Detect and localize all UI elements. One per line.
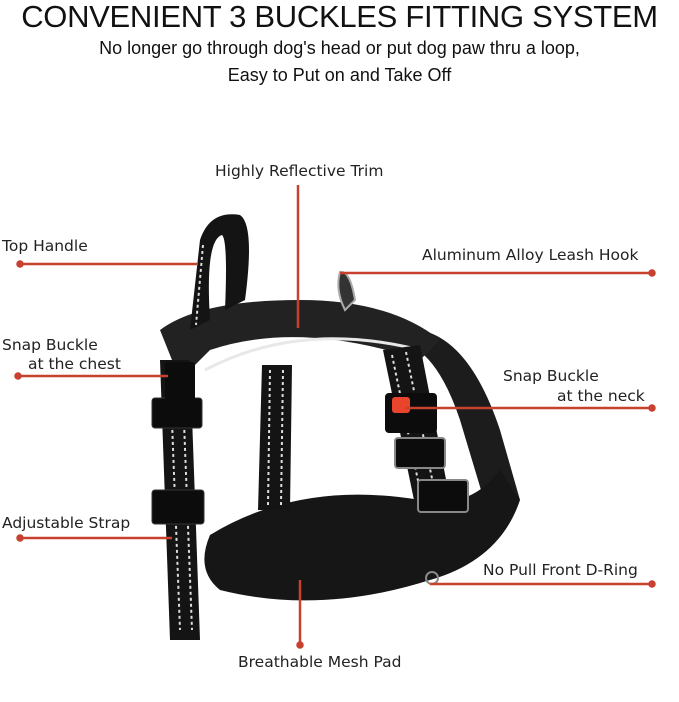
label-neck-buckle-2: at the neck: [557, 387, 645, 405]
harness-image: [151, 214, 520, 640]
label-adjustable-strap: Adjustable Strap: [2, 514, 131, 532]
headline: CONVENIENT 3 BUCKLES FITTING SYSTEM: [21, 0, 658, 34]
label-mesh-pad: Breathable Mesh Pad: [238, 653, 402, 671]
label-reflective-trim: Highly Reflective Trim: [215, 162, 384, 180]
label-leash-hook: Aluminum Alloy Leash Hook: [422, 246, 639, 264]
label-chest-buckle-1: Snap Buckle: [2, 336, 98, 354]
label-chest-buckle-2: at the chest: [28, 355, 121, 373]
label-d-ring: No Pull Front D-Ring: [483, 561, 638, 579]
subtitle-line-1: No longer go through dog's head or put d…: [99, 38, 580, 58]
label-top-handle: Top Handle: [2, 237, 88, 255]
subtitle-line-2: Easy to Put on and Take Off: [227, 65, 452, 85]
label-neck-buckle-1: Snap Buckle: [503, 367, 599, 385]
